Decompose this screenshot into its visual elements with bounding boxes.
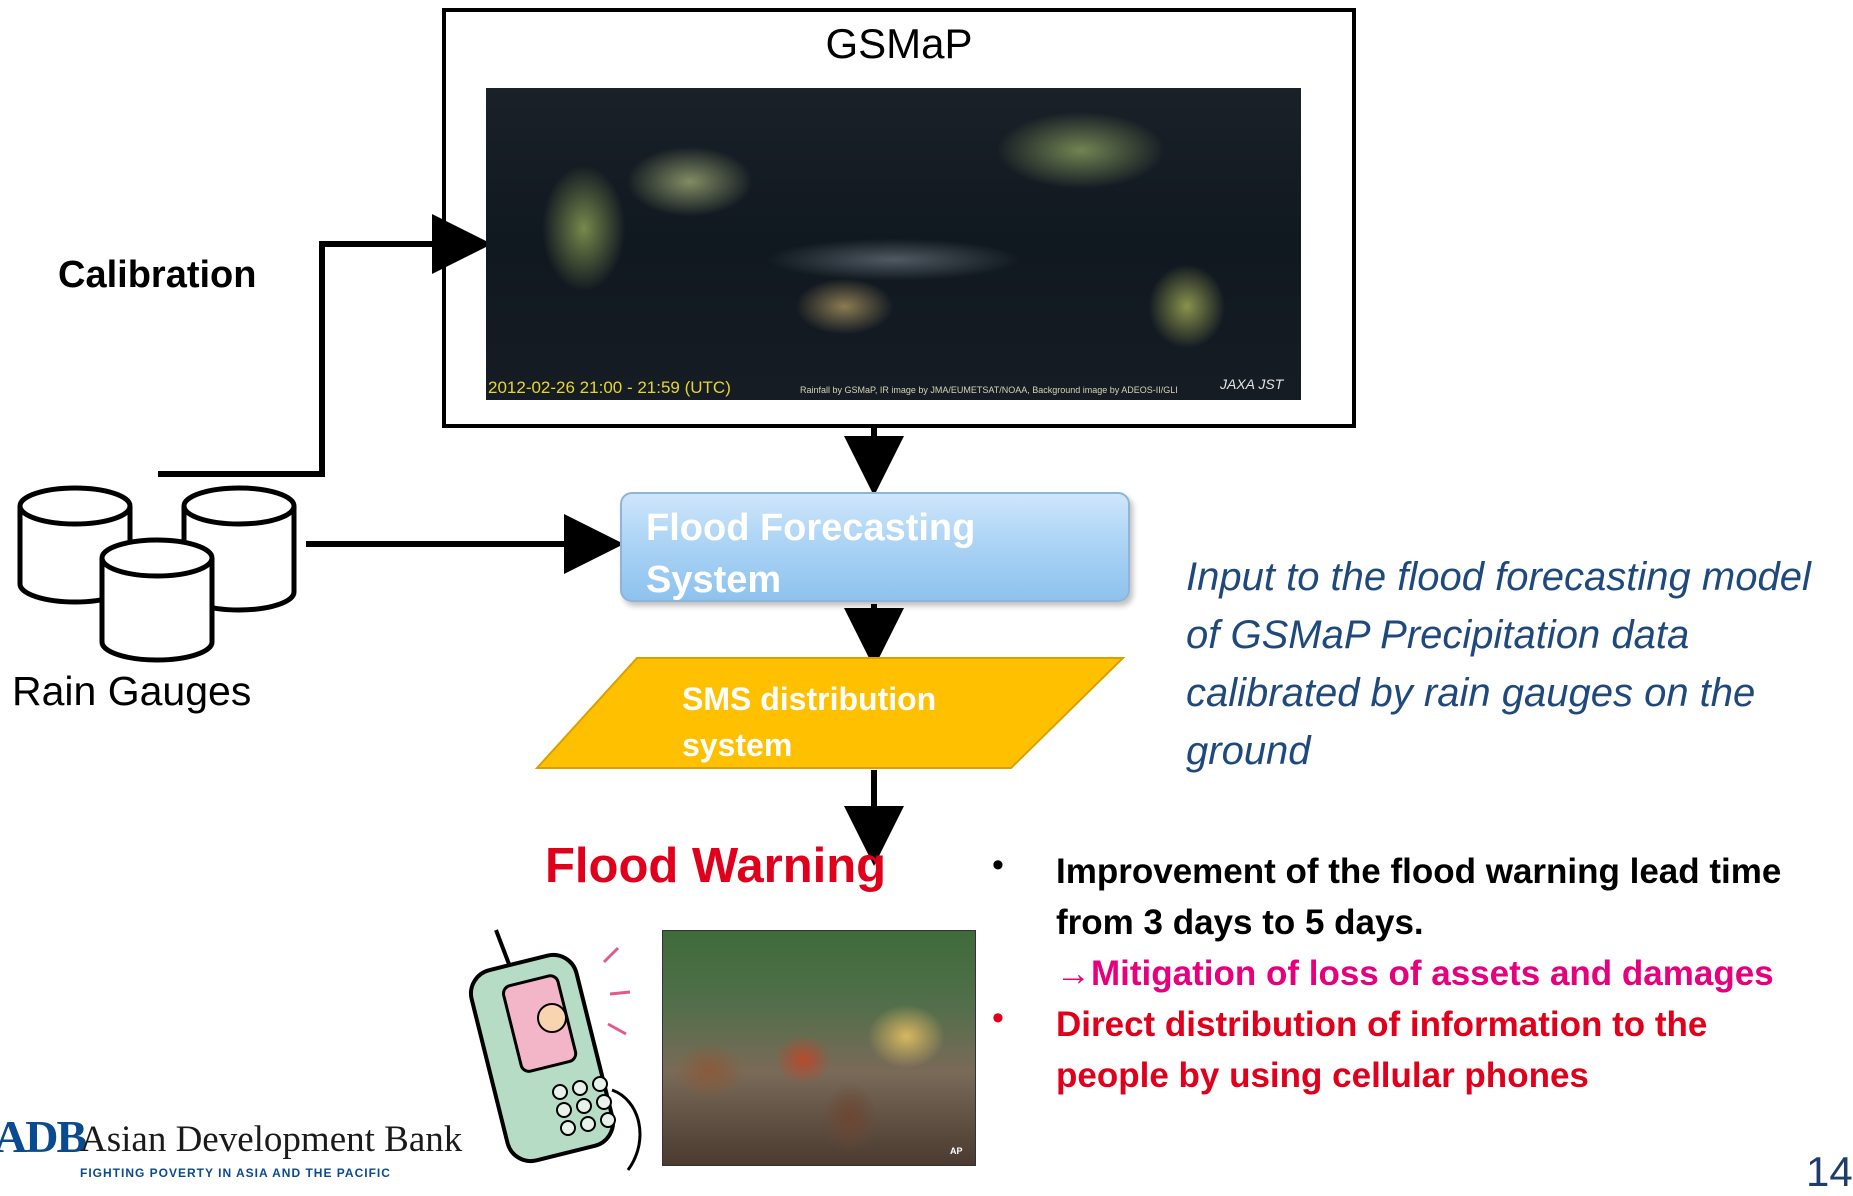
lead-time-improvement-text: Improvement of the flood warning lead ti…: [1056, 852, 1782, 942]
evacuation-photo: [662, 930, 976, 1166]
lead-time-period: .: [1413, 903, 1424, 942]
adb-tagline: FIGHTING POVERTY IN ASIA AND THE PACIFIC: [80, 1166, 391, 1180]
rain-gauges-label: Rain Gauges: [12, 668, 252, 714]
arrow-right-icon: →: [1056, 954, 1091, 993]
benefit-list: • Improvement of the flood warning lead …: [992, 846, 1822, 1101]
jaxa-logo: JAXA JST: [1220, 376, 1284, 392]
bullet-marker: •: [992, 999, 1004, 1037]
flood-forecasting-label: Flood Forecasting System: [646, 507, 976, 601]
page-number: 14: [1806, 1148, 1853, 1195]
calibration-arrow: [158, 214, 492, 477]
cellphone-illustration: [468, 929, 642, 1171]
map-credit: Rainfall by GSMaP, IR image by JMA/EUMET…: [800, 385, 1178, 395]
gsmap-frame: [442, 8, 1356, 428]
photo-credit: AP: [950, 1146, 963, 1156]
gsmap-precipitation-map: [486, 88, 1301, 400]
list-item: • Improvement of the flood warning lead …: [992, 846, 1822, 999]
gsmap-title: GSMaP: [825, 20, 973, 67]
sms-distribution-shape: [534, 657, 1126, 769]
direct-distribution-text: Direct distribution of information to th…: [1056, 1005, 1708, 1095]
calibration-label: Calibration: [58, 254, 257, 296]
map-timestamp: 2012-02-26 21:00 - 21:59 (UTC): [488, 378, 731, 397]
mitigation-text: Mitigation of loss of assets and damages: [1091, 954, 1774, 993]
flood-warning-label: Flood Warning: [545, 839, 887, 893]
list-item: • Direct distribution of information to …: [992, 999, 1822, 1101]
flood-forecasting-box: [620, 492, 1130, 602]
adb-org-name: Asian Development Bank: [80, 1119, 463, 1160]
rain-gauge-cylinders: [17, 485, 297, 663]
bullet-marker: •: [992, 846, 1004, 884]
adb-logo: ADB: [0, 1111, 87, 1162]
input-note: Input to the flood forecasting model of …: [1186, 555, 1811, 773]
cylinder-front: [99, 537, 215, 663]
sms-distribution-label: SMS distribution system: [682, 681, 937, 763]
